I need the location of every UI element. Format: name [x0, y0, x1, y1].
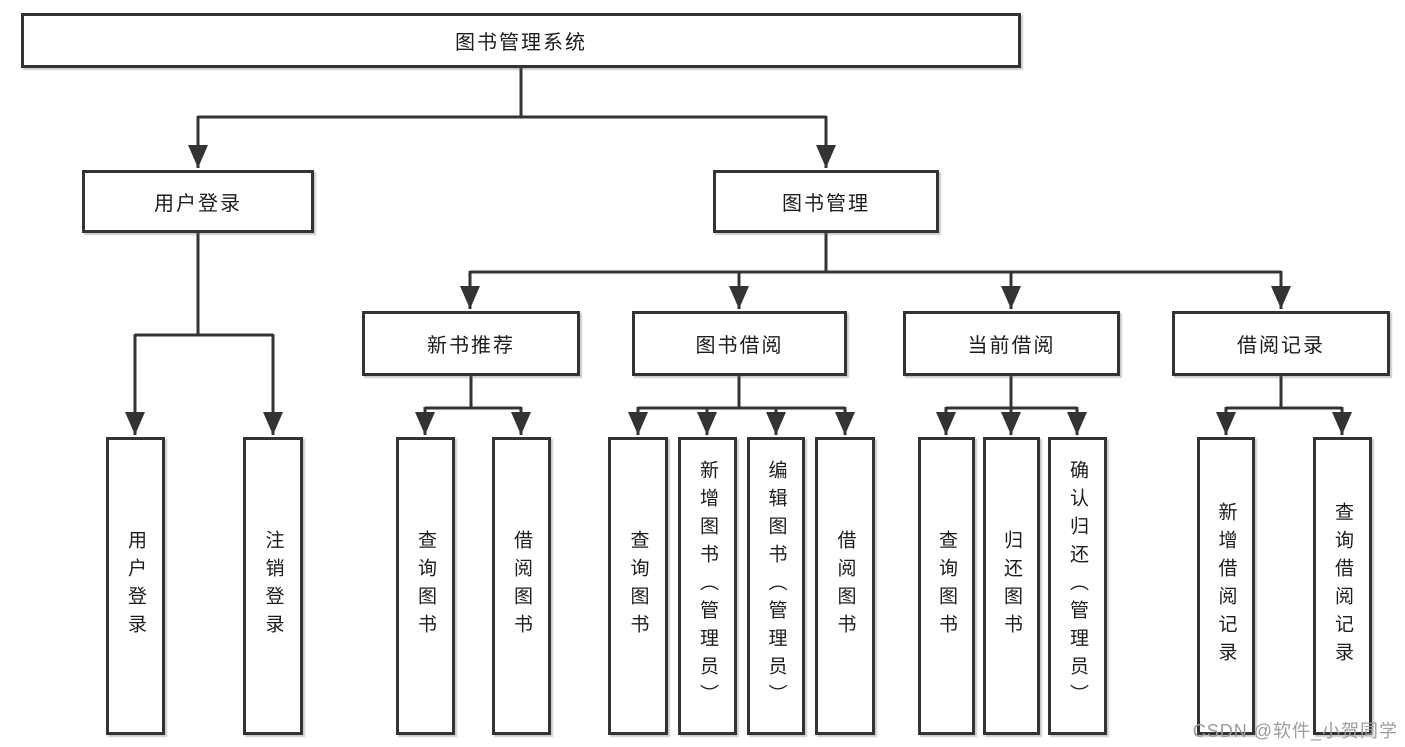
- node-label: 查询借阅记录: [1332, 502, 1353, 670]
- node-label: 新书推荐: [427, 335, 515, 357]
- node-label: 借阅记录: [1237, 335, 1325, 357]
- node-borrow-records: 借阅记录: [1172, 311, 1390, 376]
- leaf-borrow-book-borrowing: 借阅图书: [815, 437, 875, 735]
- node-label: 借阅图书: [834, 530, 856, 642]
- node-label: 查询图书: [415, 530, 436, 642]
- node-label: 归还图书: [1001, 530, 1022, 642]
- leaf-edit-book-admin: 编辑图书（管理员）: [747, 437, 805, 735]
- leaf-query-book-borrowing: 查询图书: [608, 437, 668, 735]
- leaf-user-login: 用户登录: [106, 437, 165, 735]
- node-label: 当前借阅: [967, 335, 1056, 357]
- node-label: 图书管理: [782, 193, 870, 215]
- leaf-query-book-recommend: 查询图书: [396, 437, 455, 735]
- node-label: 借阅图书: [511, 530, 532, 642]
- node-label: 用户登录: [125, 530, 146, 642]
- node-book-borrowing: 图书借阅: [632, 311, 847, 376]
- node-user-login: 用户登录: [82, 170, 314, 233]
- leaf-confirm-return-admin: 确认归还（管理员）: [1048, 437, 1107, 735]
- node-label: 查询图书: [936, 530, 957, 642]
- watermark: CSDN @软件_小贺同学: [1192, 721, 1398, 741]
- node-book-management: 图书管理: [713, 170, 939, 233]
- diagram-root-node: 图书管理系统: [21, 13, 1021, 68]
- leaf-query-book-current: 查询图书: [918, 437, 975, 735]
- node-label: 查询图书: [627, 530, 649, 642]
- node-label: 新增借阅记录: [1215, 502, 1237, 670]
- leaf-add-book-admin: 新增图书（管理员）: [678, 437, 737, 735]
- node-label: 图书借阅: [695, 335, 784, 357]
- leaf-query-borrow-record: 查询借阅记录: [1313, 437, 1372, 735]
- node-label: 编辑图书（管理员）: [765, 460, 787, 712]
- node-current-borrowing: 当前借阅: [903, 311, 1120, 376]
- node-label: 注销登录: [262, 530, 284, 642]
- node-label: 确认归还（管理员）: [1067, 460, 1088, 712]
- node-label: 图书管理系统: [455, 32, 587, 54]
- node-label: 新增图书（管理员）: [697, 460, 718, 712]
- node-label: 用户登录: [154, 193, 242, 215]
- leaf-logout: 注销登录: [243, 437, 303, 735]
- leaf-borrow-book-recommend: 借阅图书: [492, 437, 551, 735]
- leaf-add-borrow-record: 新增借阅记录: [1197, 437, 1255, 735]
- leaf-return-book: 归还图书: [983, 437, 1040, 735]
- node-new-book-recommend: 新书推荐: [362, 311, 580, 376]
